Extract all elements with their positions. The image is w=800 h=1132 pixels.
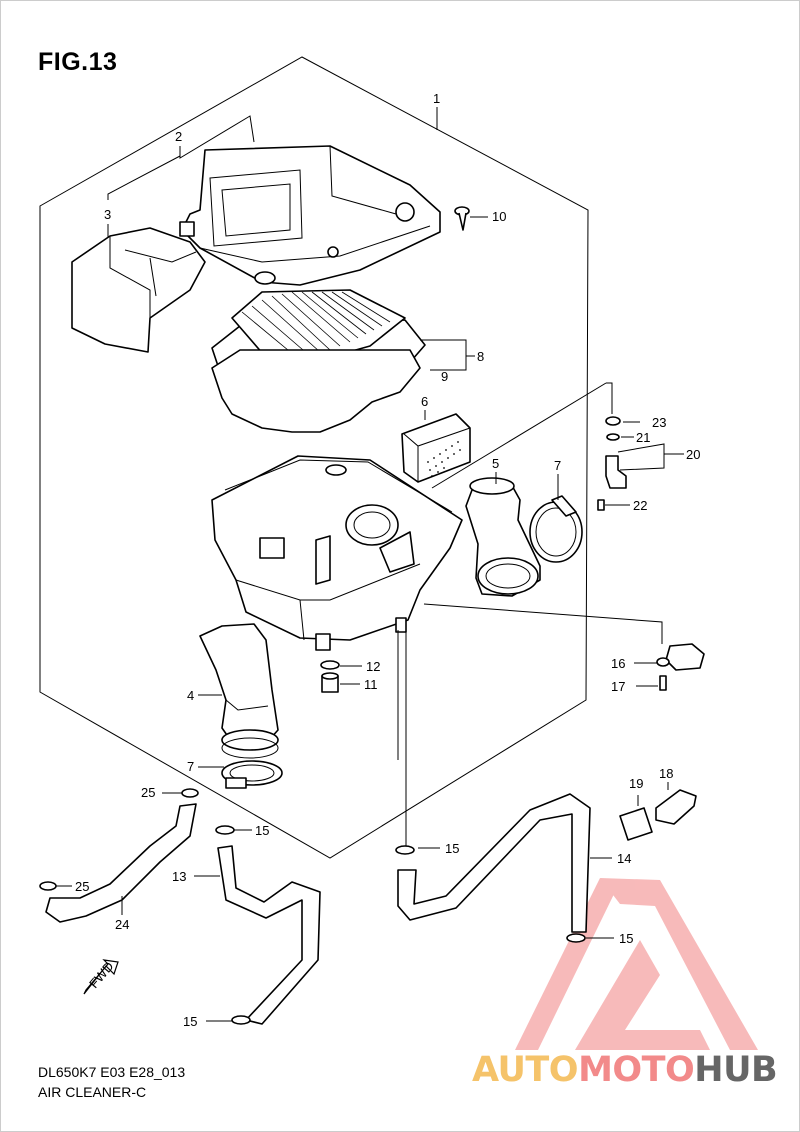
hose-13-part (217, 845, 321, 1025)
callout-23: 23 (652, 415, 666, 430)
watermark-hub: HUB (694, 1050, 778, 1090)
callout-15-d: 15 (183, 1014, 197, 1029)
filter-element-part (211, 289, 426, 433)
assembly-outline (39, 56, 589, 859)
hose-14-part (397, 793, 591, 933)
upper-cover-part (179, 145, 441, 286)
callout-5: 5 (492, 456, 499, 471)
callout-16: 16 (611, 656, 625, 671)
callout-24: 24 (115, 917, 129, 932)
leader-lines (56, 107, 684, 1022)
sponge-part (401, 413, 471, 483)
callout-20: 20 (686, 447, 700, 462)
lower-case-part (211, 455, 463, 651)
watermark-logo (515, 878, 758, 1050)
watermark-auto: AUTO (472, 1050, 579, 1090)
figure-title: FIG.13 (38, 48, 118, 76)
callout-1: 1 (433, 91, 440, 106)
clamp-part-upper (529, 495, 583, 563)
drain-cap-part (320, 660, 340, 693)
callout-18: 18 (659, 766, 673, 781)
sensor-part (597, 416, 627, 511)
callout-22: 22 (633, 498, 647, 513)
callout-9: 9 (441, 369, 448, 384)
connector-part (619, 789, 697, 841)
intake-duct-part (71, 227, 206, 353)
callout-25-a: 25 (141, 785, 155, 800)
callout-6: 6 (421, 394, 428, 409)
callout-21: 21 (636, 430, 650, 445)
callout-7-lower: 7 (187, 759, 194, 774)
fwd-arrow-icon: FWD (83, 959, 119, 995)
callout-12: 12 (366, 659, 380, 674)
callout-4: 4 (187, 688, 194, 703)
callout-14: 14 (617, 851, 631, 866)
funnel-tube-part (465, 477, 541, 597)
callout-25-b: 25 (75, 879, 89, 894)
joint-hose-part (199, 623, 279, 759)
callout-labels: 1 2 3 4 5 6 7 7 8 9 10 11 12 13 14 15 15… (75, 91, 700, 1029)
callout-15-b: 15 (445, 841, 459, 856)
callout-19: 19 (629, 776, 643, 791)
callout-17: 17 (611, 679, 625, 694)
callout-15-c: 15 (619, 931, 633, 946)
diagram-code: DL650K7 E03 E28_013 (38, 1064, 186, 1080)
callout-8: 8 (477, 349, 484, 364)
pressure-sensor-part (656, 643, 705, 691)
hose-24-part (45, 803, 197, 923)
callout-7-upper: 7 (554, 458, 561, 473)
hose-clips (39, 788, 586, 1025)
watermark-moto: MOTO (578, 1050, 695, 1090)
screw-part (454, 206, 470, 231)
watermark-brand: AUTOMOTOHUB (472, 1050, 778, 1090)
callout-11: 11 (364, 677, 378, 692)
clamp-part-lower (221, 760, 283, 789)
callout-3: 3 (104, 207, 111, 222)
callout-10: 10 (492, 209, 506, 224)
diagram-name: AIR CLEANER-C (38, 1084, 147, 1100)
callout-2: 2 (175, 129, 182, 144)
callout-13: 13 (172, 869, 186, 884)
callout-15-a: 15 (255, 823, 269, 838)
